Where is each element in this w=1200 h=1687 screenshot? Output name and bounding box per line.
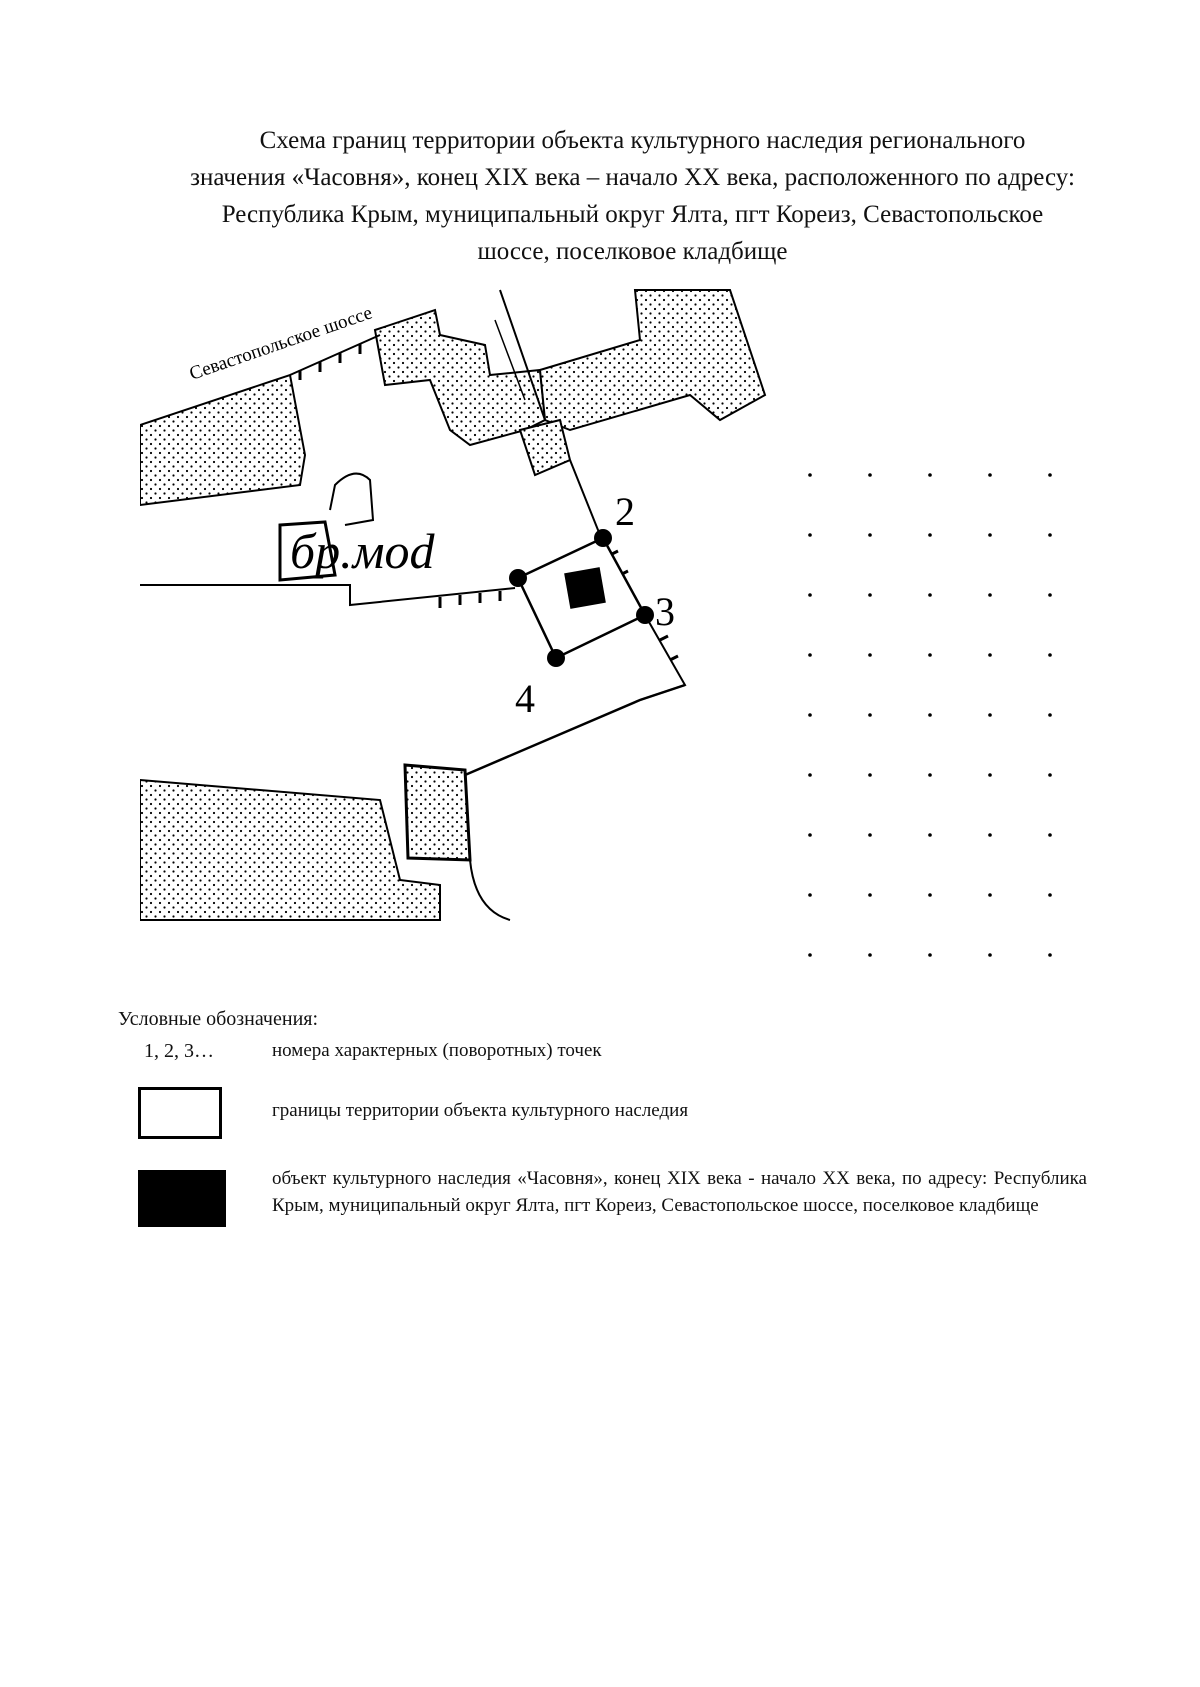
- hatched-block-upper-right: [538, 289, 767, 432]
- hatched-block-bottom-left: [140, 778, 441, 921]
- hatched-block-upper-middle: [373, 308, 547, 447]
- point-1: [509, 569, 527, 587]
- right-boundary: [569, 459, 687, 701]
- page-title: Схема границ территории объекта культурн…: [110, 122, 1155, 270]
- legend-text-points: номера характерных (поворотных) точек: [272, 1040, 602, 1061]
- point-label-4: 4: [515, 676, 535, 721]
- frontage-ticks: [298, 344, 362, 380]
- street-frontage: [289, 334, 381, 376]
- lower-boundary: [464, 683, 686, 777]
- lower-boundary-curve: [469, 859, 511, 921]
- street-label: Севастопольское шоссе: [187, 302, 375, 384]
- point-label-3: 3: [655, 589, 675, 634]
- road-line: [494, 319, 526, 401]
- title-line-1: Схема границ территории объекта культурн…: [259, 127, 1026, 154]
- building-outline: [140, 584, 516, 607]
- point-3: [636, 606, 654, 624]
- boundary-map: Севастопольское шоссе 2 3 4 бр.моd: [140, 289, 1090, 1000]
- sparse-dot-area: [790, 430, 1090, 1000]
- access-ticks: [438, 591, 502, 608]
- legend-heading: Условные обозначения:: [118, 1008, 319, 1030]
- legend-text-boundary: границы территории объекта культурного н…: [272, 1100, 689, 1121]
- building-label: бр.моd: [290, 523, 436, 579]
- building-outline: [278, 520, 337, 582]
- hatched-block-left: [140, 373, 307, 507]
- legend-symbol-object: [138, 1170, 226, 1227]
- legend-text-object: объект культурного наследия «Часовня», к…: [272, 1168, 1087, 1216]
- hatched-block-bottom-small: [403, 763, 472, 862]
- point-label-2: 2: [615, 489, 635, 534]
- building-outline: [329, 472, 375, 526]
- road-line: [499, 289, 546, 421]
- hatched-block-small: [518, 418, 572, 477]
- title-line-3: Республика Крым, муниципальный округ Ялт…: [221, 201, 1044, 228]
- point-2: [594, 529, 612, 547]
- title-line-4: шоссе, поселковое кладбище: [477, 238, 788, 265]
- legend-symbol-boundary: [138, 1087, 222, 1139]
- legend-symbol-numbers: 1, 2, 3…: [144, 1040, 214, 1062]
- point-4: [547, 649, 565, 667]
- title-line-2: значения «Часовня», конец XIX века – нач…: [190, 164, 1075, 191]
- chapel-object: [564, 567, 606, 609]
